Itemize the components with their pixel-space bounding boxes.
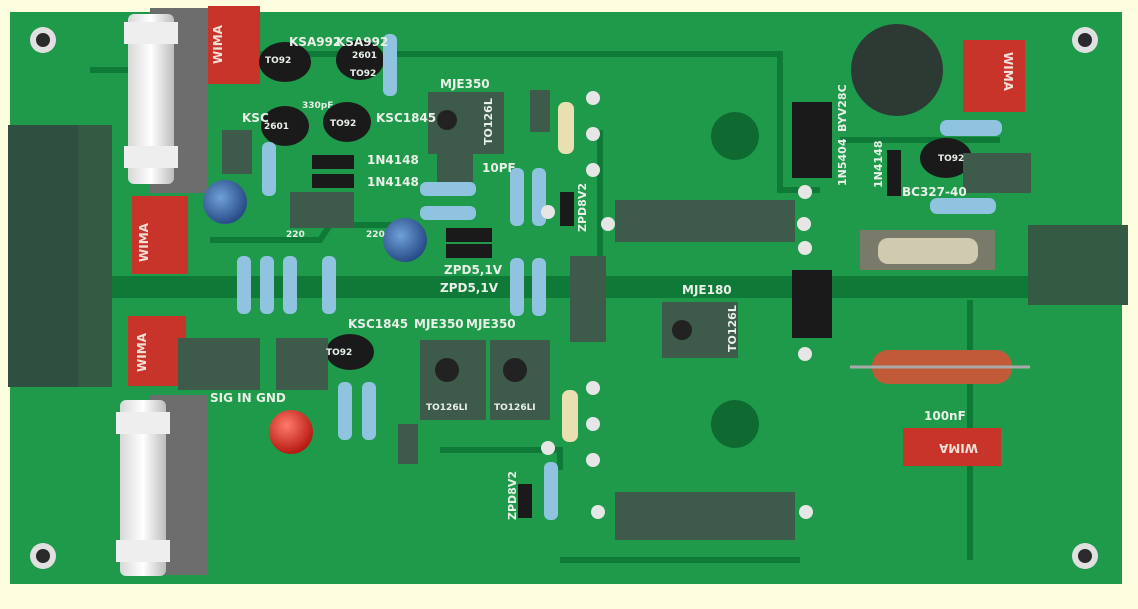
label-1n5404: 1N5404 <box>836 138 849 186</box>
small-diodes <box>312 150 901 518</box>
label-wima: WIMA <box>135 332 149 372</box>
label-2601: 2601 <box>352 51 377 61</box>
electrolytic-cap <box>203 180 247 224</box>
label-mje350: MJE350 <box>440 77 490 91</box>
ground-bus-trace <box>100 276 1122 298</box>
input-terminal <box>178 338 260 390</box>
label-to92: TO92 <box>326 348 352 358</box>
trimmer-pot <box>963 153 1031 193</box>
electrolytic-cap <box>383 218 427 262</box>
label-to126: TO126LI <box>494 403 536 413</box>
label-wima: WIMA <box>1001 52 1015 92</box>
label-10pf: 10PF <box>482 161 516 175</box>
label-mje350: MJE350 <box>414 317 464 331</box>
small-caps <box>222 90 550 464</box>
trimmer-pot <box>290 192 354 228</box>
label-to126: TO126LI <box>426 403 468 413</box>
label-zpd8v2: ZPD8V2 <box>576 183 589 232</box>
label-mje180: MJE180 <box>682 283 732 297</box>
silkscreen-labels: KSA992 KSA992 KSC KSC1845 KSC1845 1N4148… <box>210 35 967 423</box>
label-wima: WIMA <box>211 24 225 64</box>
small-resistors <box>237 34 1002 520</box>
led <box>269 410 313 454</box>
wima-capacitors <box>128 6 1025 466</box>
label-to126: TO126L <box>482 98 495 145</box>
heatsink-hole <box>711 112 759 160</box>
label-to92: TO92 <box>265 56 291 66</box>
label-ksa992: KSA992 <box>289 35 341 49</box>
label-zpd51: ZPD5,1V <box>444 263 503 277</box>
label-to92: TO92 <box>330 119 356 129</box>
label-to92: TO92 <box>938 154 964 164</box>
label-zpd51: ZPD5,1V <box>440 281 499 295</box>
input-terminal <box>276 338 328 390</box>
wima-texts: WIMA WIMA WIMA WIMA WIMA <box>135 24 1015 455</box>
heatsink-hole <box>711 400 759 448</box>
label-330pf: 330pF <box>302 101 333 111</box>
power-resistors <box>570 200 995 540</box>
mounting-holes <box>30 27 1098 569</box>
to92-transistors <box>259 40 972 370</box>
fuse-bottom <box>116 395 208 576</box>
label-zpd8v2: ZPD8V2 <box>506 471 519 520</box>
label-wima: WIMA <box>938 441 978 455</box>
label-ksc1845: KSC1845 <box>348 317 408 331</box>
to126-transistors <box>420 92 738 420</box>
terminal-block-right <box>1028 225 1128 305</box>
label-sig-in: SIG IN <box>210 391 252 405</box>
label-ksc1845: KSC1845 <box>376 111 436 125</box>
rotated-labels: TO126L TO126L ZPD8V2 ZPD8V2 1N5404 BYV28… <box>482 84 885 520</box>
label-to126: TO126L <box>726 305 739 352</box>
label-100nf: 100nF <box>924 409 966 423</box>
label-gnd: GND <box>256 391 286 405</box>
label-220: 220 <box>286 230 305 240</box>
large-capacitor <box>851 24 943 116</box>
label-2601: 2601 <box>264 122 289 132</box>
label-wima: WIMA <box>137 222 151 262</box>
label-ksc: KSC <box>242 111 269 125</box>
label-1n4148: 1N4148 <box>367 153 419 167</box>
label-ksa992: KSA992 <box>336 35 388 49</box>
label-byv28c: BYV28C <box>836 84 849 132</box>
component-codes: TO92 TO92 2601 2601 TO92 TO92 TO92 330pF… <box>264 51 964 413</box>
label-bc327: BC327-40 <box>902 185 967 199</box>
diode-power-2 <box>792 270 832 338</box>
label-220: 220 <box>366 230 385 240</box>
label-to92: TO92 <box>350 69 376 79</box>
solder-pads <box>541 91 813 519</box>
label-1n4148: 1N4148 <box>872 141 885 188</box>
label-mje350: MJE350 <box>466 317 516 331</box>
fuse-top <box>124 8 208 193</box>
diode-byv28c <box>792 102 832 178</box>
label-1n4148: 1N4148 <box>367 175 419 189</box>
